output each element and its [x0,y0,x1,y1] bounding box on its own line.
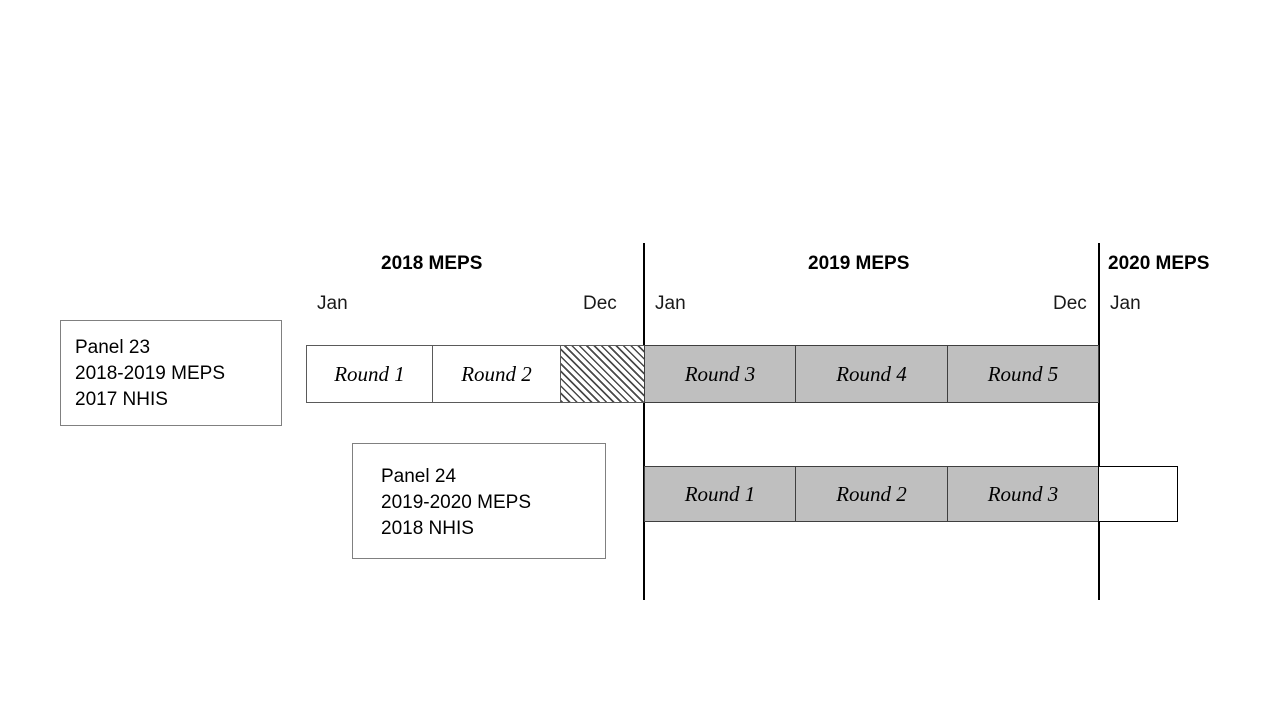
panel-23-round-1-cell[interactable]: Round 1 [306,345,433,403]
panel-23-nhis-year: 2017 NHIS [75,389,168,410]
month-label-2019-dec: Dec [1053,293,1087,314]
panel-23-round-3-cell[interactable]: Round 3 [644,345,796,403]
panel-23-meps-years: 2018-2019 MEPS [75,363,225,384]
panel-24-info-text: Panel 24 2019-2020 MEPS 2018 NHIS [381,464,531,542]
panel-24-title: Panel 24 [381,466,457,487]
panel-24-round-2-cell[interactable]: Round 2 [795,466,948,522]
panel-24-round-1-label: Round 1 [684,481,756,506]
year-header-2018: 2018 MEPS [381,253,483,274]
panel-24-meps-years: 2019-2020 MEPS [381,492,531,513]
month-label-2020-jan: Jan [1110,293,1141,314]
panel-23-info-text: Panel 23 2018-2019 MEPS 2017 NHIS [75,335,225,413]
panel-23-round-2-cell[interactable]: Round 2 [432,345,561,403]
panel-23-hatched-gap [560,345,645,403]
panel-23-round-5-cell[interactable]: Round 5 [947,345,1099,403]
divider-2019-2020 [1098,243,1100,600]
panel-23-round-2-label: Round 2 [461,361,532,386]
panel-24-nhis-year: 2018 NHIS [381,518,474,539]
panel-23-round-5-label: Round 5 [987,361,1059,386]
month-label-2018-jan: Jan [317,293,348,314]
month-label-2019-jan: Jan [655,293,686,314]
panel-23-round-4-label: Round 4 [836,361,907,386]
panel-24-info-box: Panel 24 2019-2020 MEPS 2018 NHIS [352,443,606,559]
panel-23-title: Panel 23 [75,337,151,358]
panel-23-info-box: Panel 23 2018-2019 MEPS 2017 NHIS [60,320,282,426]
panel-23-round-3-label: Round 3 [684,361,756,386]
year-header-2020: 2020 MEPS [1108,253,1210,274]
panel-24-round-1-cell[interactable]: Round 1 [644,466,796,522]
panel-23-round-4-cell[interactable]: Round 4 [795,345,948,403]
divider-2018-2019 [643,243,645,600]
year-header-2019: 2019 MEPS [808,253,910,274]
panel-24-round-4-empty-cell[interactable] [1098,466,1178,522]
month-label-2018-dec: Dec [583,293,617,314]
panel-24-round-3-label: Round 3 [987,481,1059,506]
panel-24-round-3-cell[interactable]: Round 3 [947,466,1099,522]
panel-23-round-1-label: Round 1 [334,361,405,386]
panel-24-round-2-label: Round 2 [836,481,907,506]
